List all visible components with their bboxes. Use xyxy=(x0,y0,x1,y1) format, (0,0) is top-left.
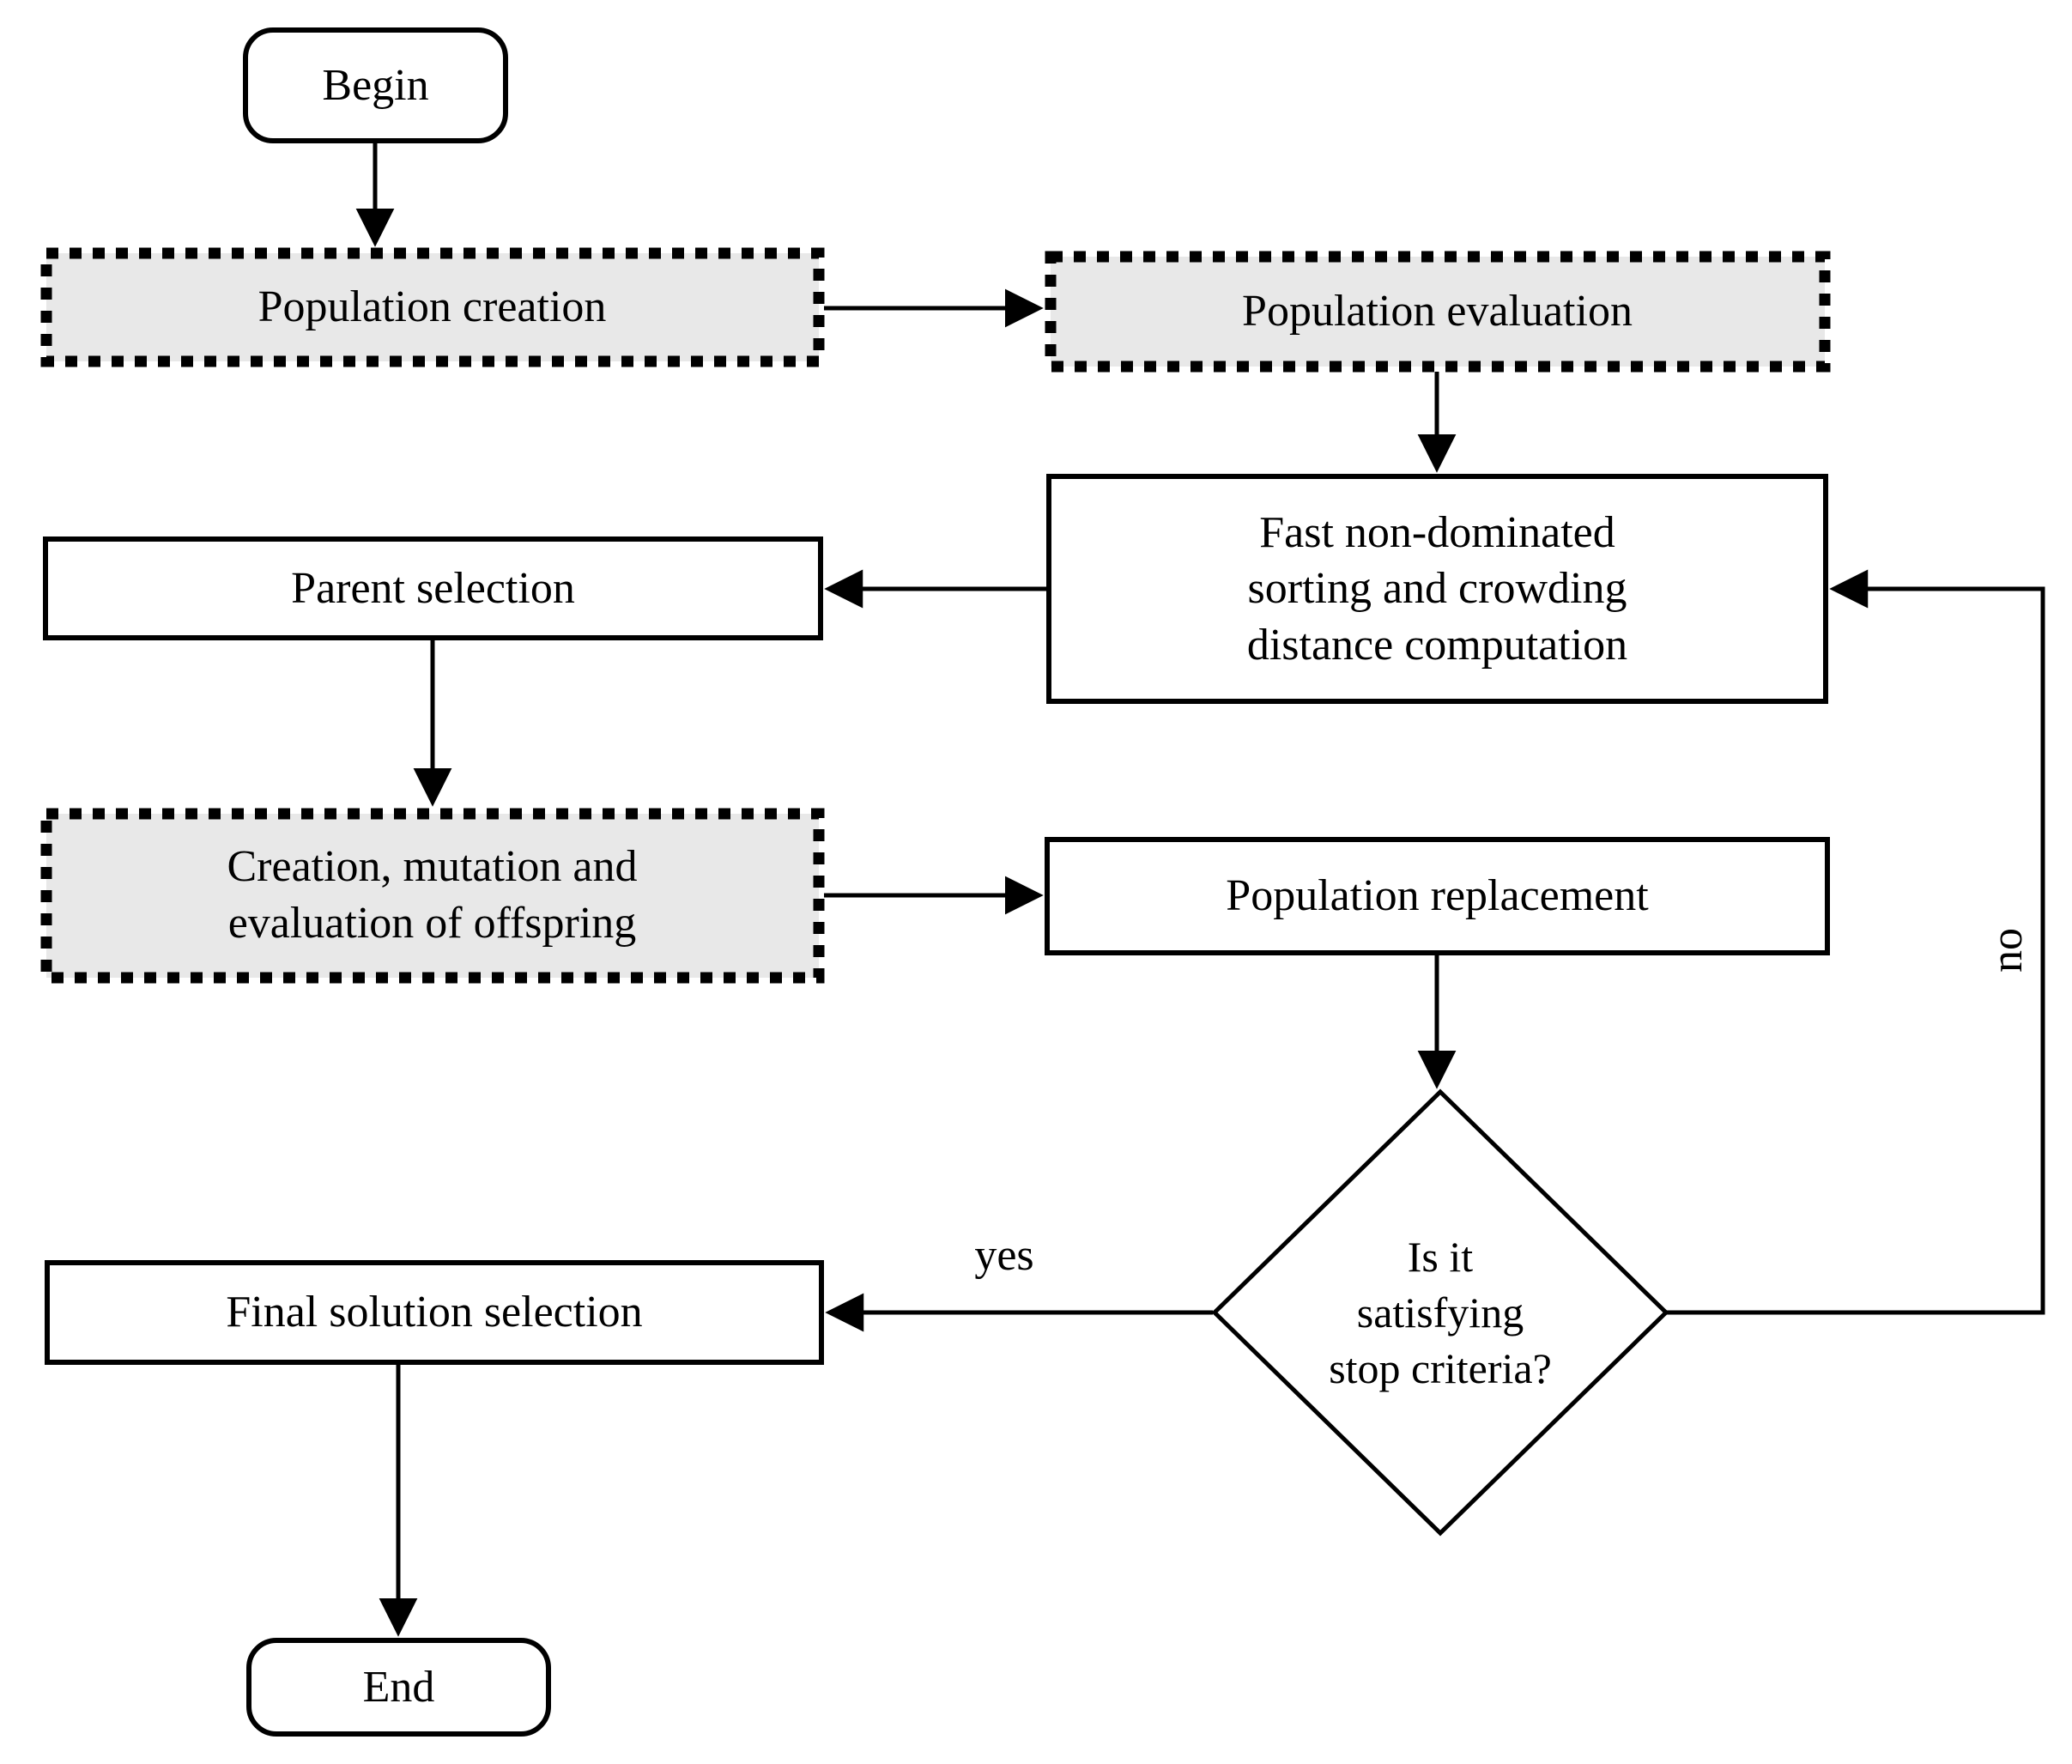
end-node-shape xyxy=(246,1638,551,1737)
offspring-node-shape xyxy=(40,808,825,984)
parent-selection-node-shape xyxy=(43,536,823,640)
begin-node-shape xyxy=(243,27,508,143)
final-solution-node-shape xyxy=(45,1260,824,1365)
population-evaluation-node-shape xyxy=(1045,251,1831,373)
edge-decision-no-loop-to-sorting xyxy=(1666,569,2045,1315)
stop-criteria-node-shape xyxy=(1211,1088,1669,1537)
population-replacement-node-shape xyxy=(1045,837,1830,955)
fast-sorting-node-shape xyxy=(1046,474,1828,704)
population-creation-node-shape xyxy=(40,247,825,367)
